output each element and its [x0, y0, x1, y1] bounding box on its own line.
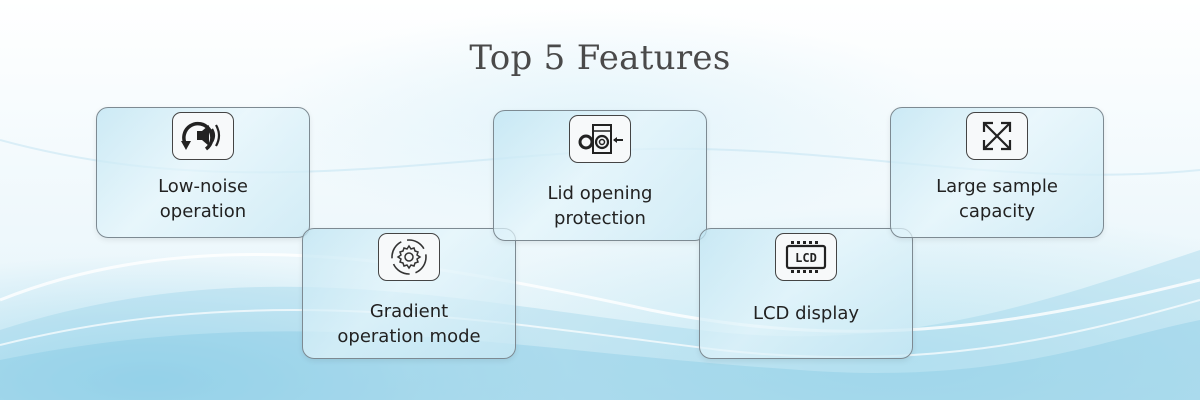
expand-arrows-icon: [966, 112, 1028, 160]
feature-card-gradient-mode: Gradient operation mode: [302, 228, 516, 359]
low-noise-icon: [172, 112, 234, 160]
gradient-mode-icon: [378, 233, 440, 281]
feature-card-low-noise: Low-noise operation: [96, 107, 310, 238]
feature-label: LCD display: [752, 303, 860, 324]
lcd-display-icon: LCD: [775, 233, 837, 281]
feature-label: Gradient operation mode: [337, 301, 481, 347]
feature-label: Lid opening protection: [547, 183, 653, 229]
lcd-icon-text: LCD: [795, 251, 817, 265]
lid-protection-icon: [569, 115, 631, 163]
feature-card-large-capacity: Large sample capacity: [890, 107, 1104, 238]
page-title: Top 5 Features: [469, 38, 731, 78]
feature-card-lcd-display: LCD LCD display: [699, 228, 913, 359]
feature-label: Low-noise operation: [158, 176, 248, 222]
feature-card-lid-protection: Lid opening protection: [493, 110, 707, 241]
feature-label: Large sample capacity: [936, 176, 1058, 222]
